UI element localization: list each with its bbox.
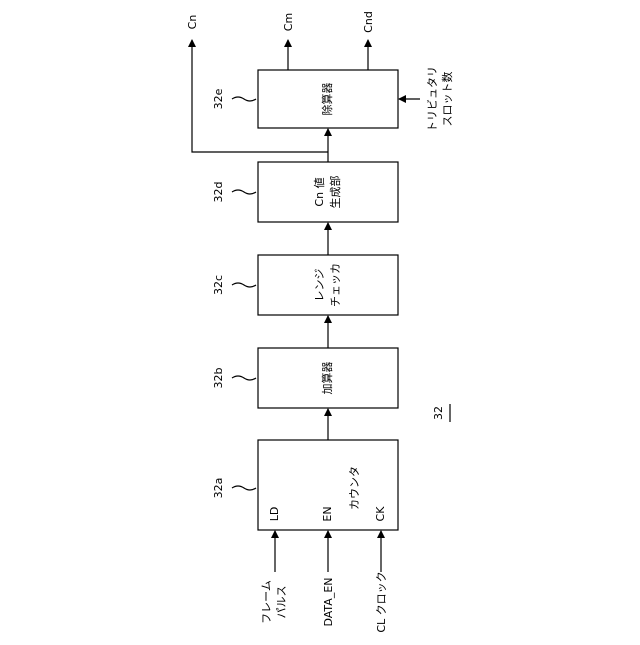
ref-32d-leader bbox=[232, 190, 256, 194]
input-frame-pulse-label-2: パルス bbox=[275, 586, 288, 619]
input-data-en-label: DATA_EN bbox=[322, 577, 335, 626]
ref-32b-leader bbox=[232, 376, 256, 380]
figure-number: 32 bbox=[432, 406, 445, 420]
input-frame-pulse-label-1: フレーム bbox=[260, 580, 273, 624]
output-cn-label: Cn bbox=[186, 15, 199, 30]
range-checker-block: レンジ チェッカ bbox=[258, 255, 398, 315]
ref-32e: 32e bbox=[212, 88, 225, 109]
cn-generator-block: Cn 値 生成部 bbox=[258, 162, 398, 222]
ref-32d: 32d bbox=[212, 182, 225, 203]
ref-32a-leader bbox=[232, 486, 256, 490]
adder-label: 加算器 bbox=[320, 362, 334, 395]
input-tributary-label-1: トリビュタリ bbox=[426, 66, 439, 132]
port-ld-label: LD bbox=[268, 507, 281, 522]
ref-32c: 32c bbox=[212, 275, 225, 295]
port-ck-label: CK bbox=[374, 506, 387, 522]
cn-generator-label-2: 生成部 bbox=[328, 176, 342, 209]
adder-block: 加算器 bbox=[258, 348, 398, 408]
range-checker-label-2: チェッカ bbox=[329, 263, 342, 307]
divider-label: 除算器 bbox=[320, 83, 334, 116]
ref-32c-leader bbox=[232, 283, 256, 287]
divider-block: 除算器 bbox=[258, 70, 398, 128]
ref-32a: 32a bbox=[212, 478, 225, 499]
counter-label: カウンタ bbox=[348, 466, 361, 510]
output-cm-label: Cm bbox=[282, 13, 295, 31]
counter-block: カウンタ LD EN CK bbox=[258, 440, 398, 530]
range-checker-label-1: レンジ bbox=[313, 269, 326, 302]
cn-generator-label-1: Cn 値 bbox=[313, 177, 326, 206]
input-tributary-label-2: スロット数 bbox=[441, 72, 454, 127]
output-cnd-label: Cnd bbox=[362, 11, 375, 33]
ref-32e-leader bbox=[232, 97, 256, 101]
port-en-label: EN bbox=[321, 506, 334, 521]
ref-32b: 32b bbox=[212, 367, 225, 388]
input-cl-clock-label: CL クロック bbox=[375, 571, 388, 632]
